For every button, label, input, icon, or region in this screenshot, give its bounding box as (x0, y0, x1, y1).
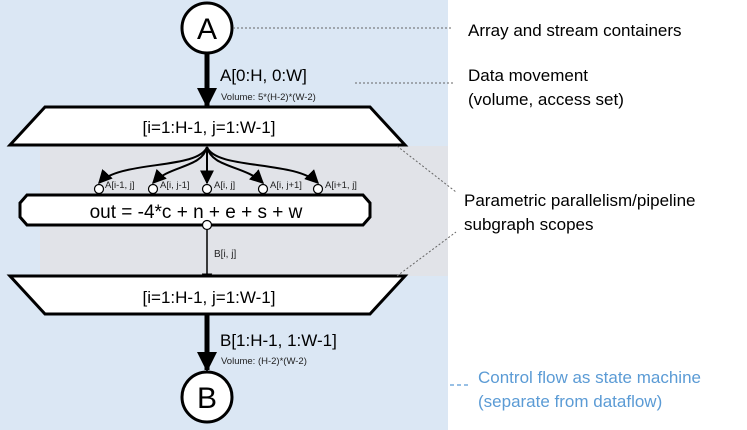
legend-scopes: Parametric parallelism/pipeline subgraph… (464, 191, 696, 234)
container-b-label: B (197, 382, 217, 415)
container-a[interactable]: A (180, 1, 234, 55)
tasklet-input-label: A[i, j-1] (160, 180, 190, 191)
leader-line-scope-bottom (396, 231, 457, 277)
map-exit[interactable]: [i=1:H-1, j=1:W-1] (6, 274, 409, 316)
output-memlet-subset: B[1:H-1, 1:W-1] (220, 331, 337, 350)
map-entry[interactable]: [i=1:H-1, j=1:W-1] (6, 105, 409, 147)
tasklet-input-label: A[i-1, j] (105, 180, 135, 191)
map-exit-label: [i=1:H-1, j=1:W-1] (143, 288, 276, 307)
tasklet[interactable]: out = -4*c + n + e + s + w (18, 193, 372, 227)
leader-line-scope-top (396, 145, 457, 193)
map-entry-label: [i=1:H-1, j=1:W-1] (143, 118, 276, 137)
tasklet-output-connector (201, 219, 213, 231)
output-memlet-volume: Volume: (H-2)*(W-2) (221, 356, 307, 367)
container-b[interactable]: B (180, 370, 234, 424)
legend-control-flow: Control flow as state machine (separate … (478, 368, 701, 411)
input-memlet-subset: A[0:H, 0:W] (220, 66, 307, 85)
tasklet-output-label: B[i, j] (214, 249, 236, 260)
tasklet-input-label: A[i, j+1] (270, 180, 302, 191)
tasklet-input-label: A[i, j] (214, 180, 235, 191)
tasklet-input-edges (98, 146, 319, 185)
legend-containers: Array and stream containers (468, 21, 682, 40)
container-a-label: A (197, 13, 217, 46)
input-memlet-volume: Volume: 5*(H-2)*(W-2) (221, 92, 316, 103)
legend-data-movement: Data movement (volume, access set) (468, 66, 624, 109)
tasklet-code: out = -4*c + n + e + s + w (90, 202, 303, 223)
tasklet-input-label: A[i+1, j] (325, 180, 357, 191)
